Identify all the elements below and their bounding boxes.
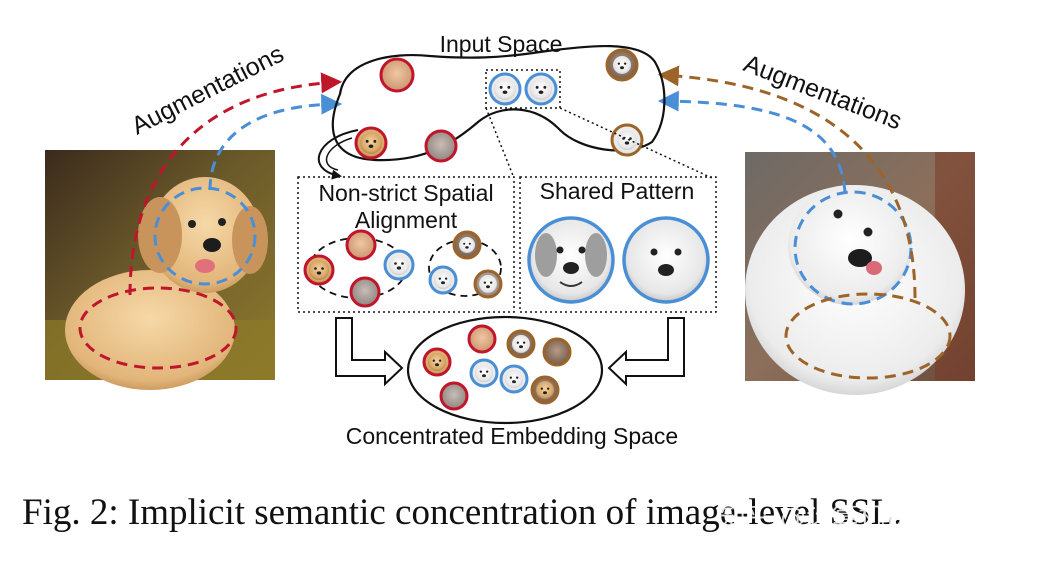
input-blue-patch-1 xyxy=(488,72,522,106)
watermark: 知乎 @计算机视觉CV xyxy=(720,503,972,533)
right-white-dog-photo xyxy=(745,152,975,395)
right-blue-augmentation-arrow xyxy=(657,90,847,193)
input-blue-patch-2 xyxy=(524,72,558,106)
non-strict-label-line1: Non-strict Spatial xyxy=(318,180,493,206)
non-strict-label-line2: Alignment xyxy=(355,207,458,233)
left-red-augmentation-arrow xyxy=(128,72,343,296)
input-blue-pair-box xyxy=(485,69,561,109)
left-hollow-arrow xyxy=(335,317,404,387)
input-space-region xyxy=(331,45,666,162)
right-blue-crop-region xyxy=(793,190,913,306)
shared-pattern-label: Shared Pattern xyxy=(540,178,695,204)
input-brown-patch-1 xyxy=(605,48,639,82)
pair-to-shared-connector-left xyxy=(485,107,515,179)
augmentations-label-left: Augmentations xyxy=(127,40,288,141)
embedding-space-label: Concentrated Embedding Space xyxy=(346,423,678,449)
input-to-alignment-curved-arrow xyxy=(318,129,359,180)
right-hollow-arrow xyxy=(607,317,685,387)
alignment-cycle-right xyxy=(428,230,503,299)
right-brown-crop-region xyxy=(784,292,952,380)
shared-pattern-white-face xyxy=(622,216,710,304)
input-red-patch-3 xyxy=(424,129,458,163)
embedding-space-region xyxy=(406,315,604,425)
input-brown-patch-2 xyxy=(610,123,644,157)
left-red-crop-region xyxy=(78,286,238,370)
embedding-patches xyxy=(422,324,572,411)
figure-caption: Fig. 2: Implicit semantic concentration … xyxy=(22,492,903,533)
left-blue-crop-region xyxy=(153,186,257,286)
input-space-label: Input Space xyxy=(440,31,563,57)
alignment-cycle-left xyxy=(303,229,415,308)
right-brown-augmentation-arrow xyxy=(657,65,917,299)
input-red-patch-1 xyxy=(379,57,415,93)
shared-pattern-golden-face xyxy=(527,216,615,304)
input-red-patch-2 xyxy=(354,126,388,160)
